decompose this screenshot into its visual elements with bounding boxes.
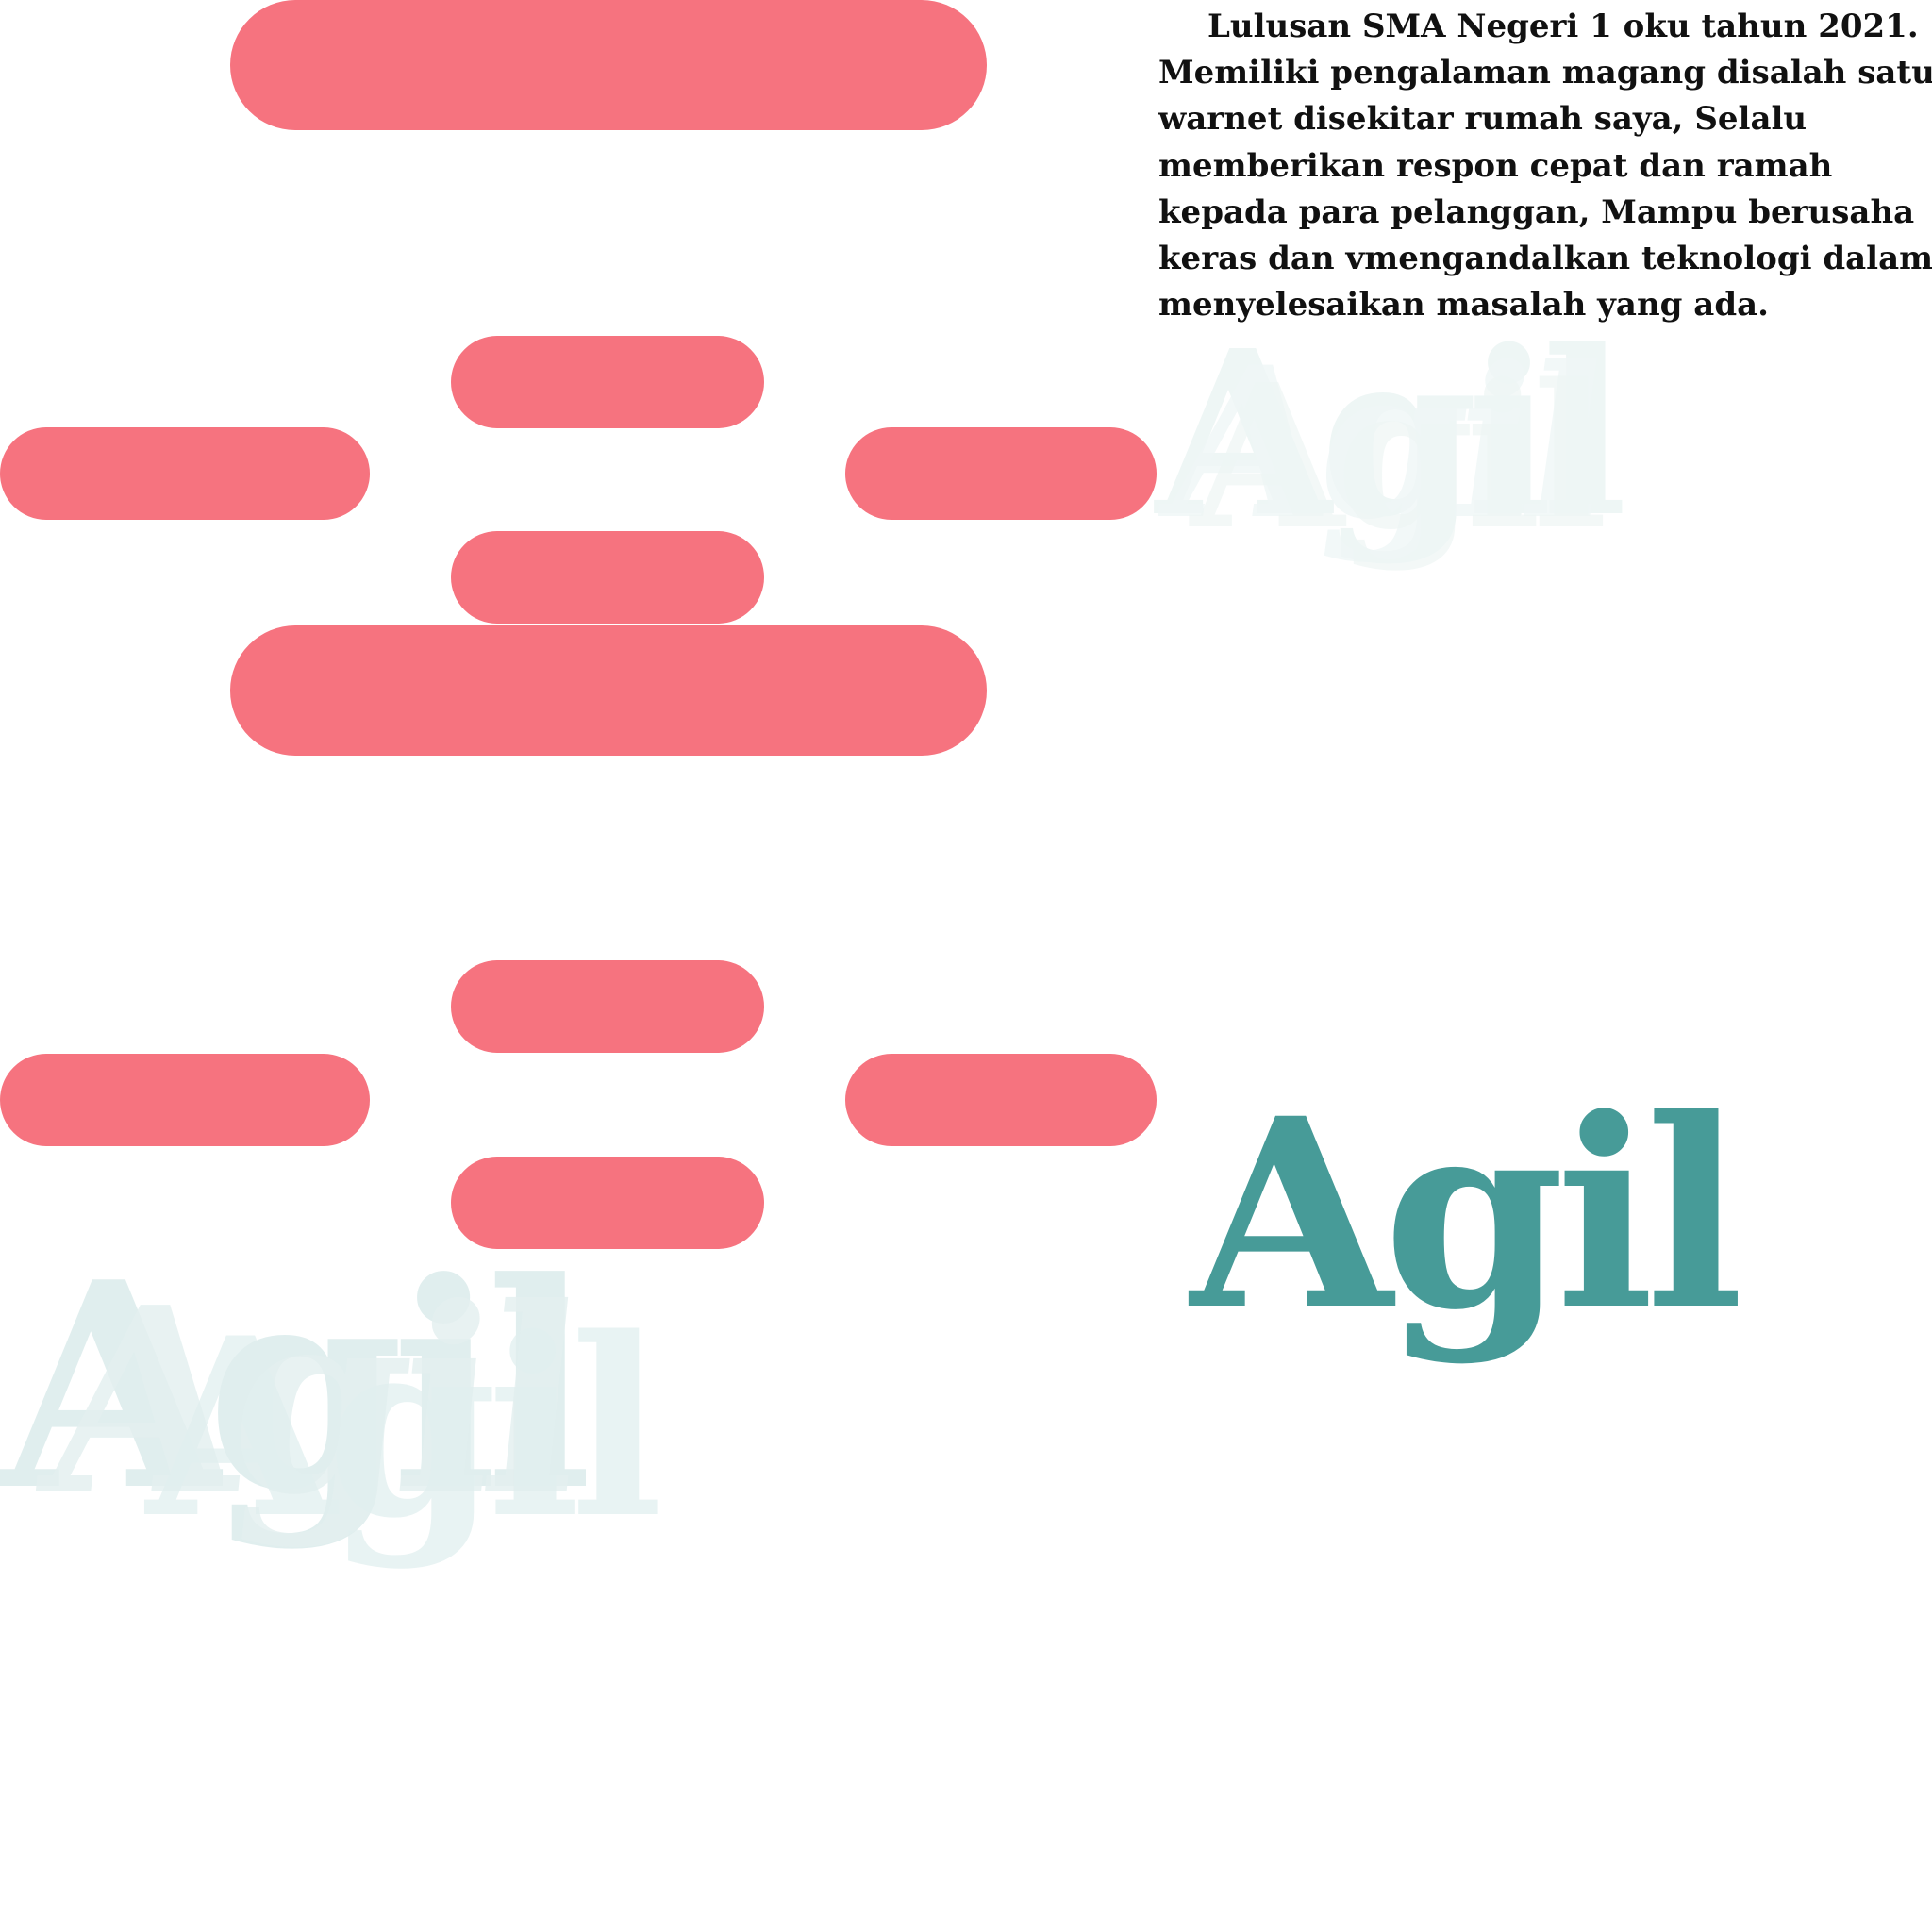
ghost-name-watermark-top: Agil bbox=[1156, 301, 1627, 567]
pink-pill-upper-right bbox=[845, 427, 1157, 520]
bio-paragraph: Lulusan SMA Negeri 1 oku tahun 2021. Mem… bbox=[1158, 4, 1932, 328]
bio-line: menyelesaikan masalah yang ada. bbox=[1158, 286, 1769, 325]
pink-pill-top-wide bbox=[230, 0, 987, 130]
bio-line: Lulusan SMA Negeri 1 oku tahun 2021. bbox=[1208, 8, 1919, 45]
bio-line: Memiliki pengalaman magang disalah satu bbox=[1158, 54, 1932, 92]
pink-pill-lower-right bbox=[845, 1054, 1157, 1146]
pink-pill-upper-center-top bbox=[451, 336, 764, 428]
pink-pill-upper-left bbox=[0, 427, 370, 520]
ghost-name-watermark-top-echo: Agil bbox=[1152, 321, 1613, 565]
ghost-name-watermark-bottom-echo-2: Agil bbox=[146, 1285, 663, 1573]
ghost-name-watermark-bottom-echo: Agil bbox=[31, 1251, 588, 1551]
bio-line: memberikan respon cepat dan ramah bbox=[1158, 146, 1833, 185]
bio-line: warnet disekitar rumah saya, Selalu bbox=[1158, 100, 1807, 139]
bio-line: keras dan vmengandalkan teknologi dalam bbox=[1158, 240, 1932, 278]
pink-pill-lower-left bbox=[0, 1054, 370, 1146]
pink-pill-upper-center-bottom bbox=[451, 531, 764, 624]
ghost-name-watermark-top-echo-2: Agil bbox=[1191, 341, 1607, 574]
pink-pill-middle-wide bbox=[230, 625, 987, 756]
ghost-name-watermark-bottom: Agil bbox=[0, 1220, 592, 1553]
pink-pill-lower-center-top bbox=[451, 960, 764, 1053]
bio-line: kepada para pelanggan, Mampu berusaha bbox=[1158, 192, 1915, 231]
pink-pill-lower-center-bottom bbox=[451, 1157, 764, 1249]
profile-name: Agil bbox=[1191, 1062, 1744, 1368]
